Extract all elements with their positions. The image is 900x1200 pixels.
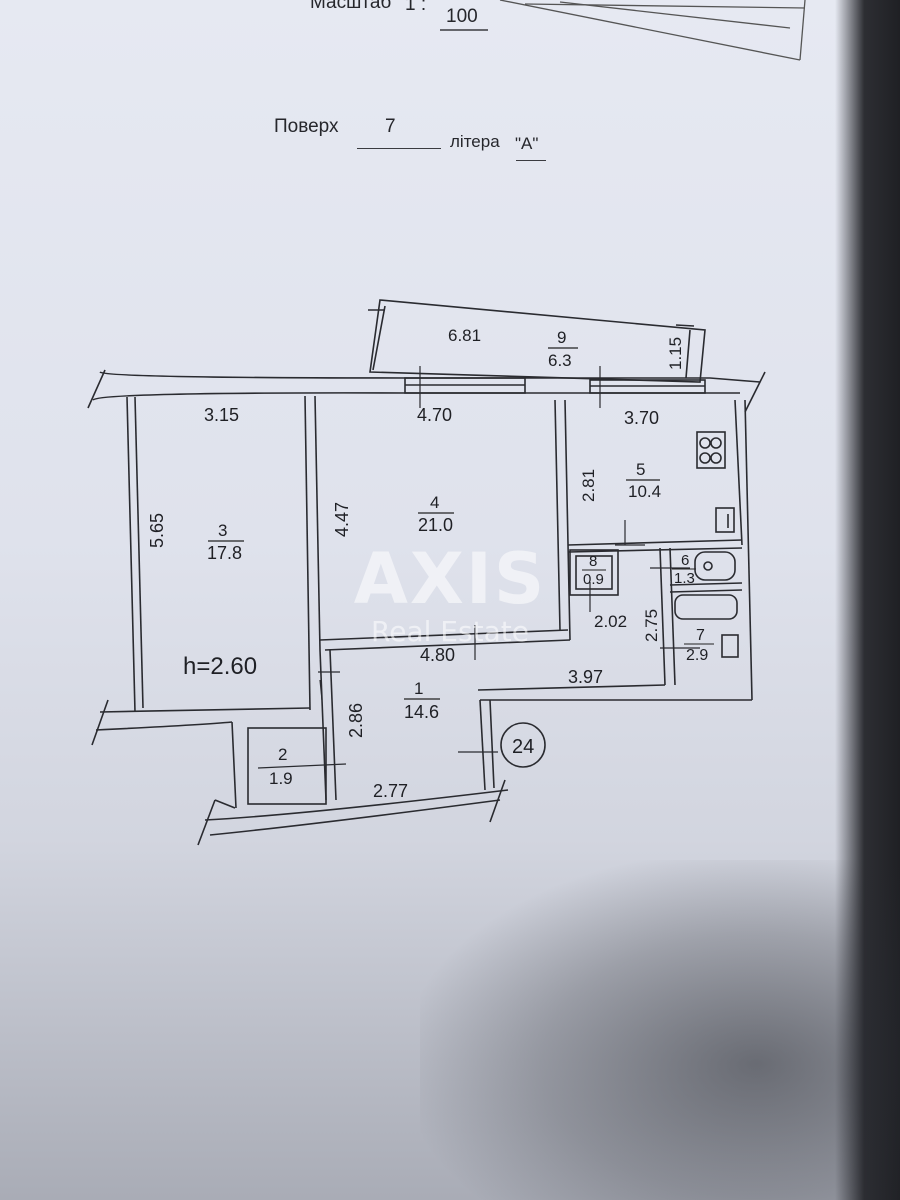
room-6-number: 6 — [681, 552, 689, 569]
dim-room4-width: 4.70 — [417, 405, 452, 425]
wall — [314, 395, 321, 651]
balcony-rail — [685, 329, 691, 379]
floor-label: Поверх — [274, 116, 339, 137]
balcony-number: 9 — [557, 328, 566, 347]
dim-pantry: 2.02 — [594, 612, 627, 631]
toilet-icon — [694, 551, 736, 581]
wall — [126, 396, 136, 713]
dim-bath-length: 2.75 — [642, 609, 661, 642]
balcony-area: 6.3 — [548, 351, 572, 370]
ceiling-height: h=2.60 — [183, 653, 257, 680]
dim-room5-width: 3.70 — [624, 408, 659, 428]
pantry-8 — [569, 549, 619, 596]
stove-icon — [696, 431, 726, 469]
photo-shadow — [420, 860, 900, 1200]
room-3-number: 3 — [218, 521, 227, 540]
dim-corridor-right: 3.97 — [568, 667, 603, 687]
room-2-number: 2 — [278, 745, 287, 764]
frame-line — [499, 0, 801, 61]
frame-line — [799, 0, 806, 61]
letter-value: "A" — [515, 134, 539, 153]
room-4-area: 21.0 — [418, 515, 453, 535]
apartment-number: 24 — [512, 736, 534, 758]
balcony-mark — [675, 324, 695, 327]
room-5-area: 10.4 — [628, 482, 661, 501]
dim-room5-length: 2.81 — [579, 469, 598, 502]
dim-room4-length: 4.47 — [332, 502, 352, 537]
watermark-subtitle: Real Estate — [371, 615, 529, 648]
room-5-number: 5 — [636, 460, 645, 479]
lower-wall — [95, 721, 233, 731]
room-8-area: 0.9 — [583, 571, 604, 588]
balcony-rail — [372, 305, 386, 371]
room-1-area: 14.6 — [404, 702, 439, 722]
dim-room3-width: 3.15 — [204, 405, 239, 425]
wall — [304, 395, 311, 711]
room-3-area: 17.8 — [207, 543, 242, 563]
letter-underline — [516, 160, 546, 161]
balcony-outline — [369, 299, 706, 383]
lower-wall — [99, 707, 311, 713]
balcony-length: 6.81 — [448, 326, 481, 345]
scale-label: Масштаб — [310, 0, 392, 13]
balcony-depth: 1.15 — [666, 337, 685, 370]
scale-number: 100 — [446, 6, 478, 27]
facade-outer-line — [99, 371, 761, 383]
dim-corridor-length: 4.80 — [420, 645, 455, 665]
dim-hall-length: 2.86 — [346, 703, 366, 738]
floor-value: 7 — [385, 116, 396, 137]
watermark-logo: AXIS — [353, 538, 547, 620]
room-7-area: 2.9 — [686, 647, 708, 664]
room-1-number: 1 — [414, 679, 423, 698]
bathtub-icon — [674, 594, 738, 620]
bottom-facade — [204, 789, 509, 821]
break-line — [744, 371, 766, 413]
dim-room3-length: 5.65 — [147, 513, 167, 548]
room-7-number: 7 — [696, 627, 705, 644]
floor-underline — [357, 148, 441, 149]
apartment-marker — [500, 722, 546, 768]
break-line — [87, 369, 106, 409]
room-4-number: 4 — [430, 493, 439, 512]
bottom-facade — [209, 799, 501, 836]
dim-hall-width: 2.77 — [373, 781, 408, 801]
facade-inner-line — [92, 392, 740, 401]
washbasin-icon — [721, 634, 739, 658]
room-8-number: 8 — [589, 553, 597, 570]
sink-icon — [715, 507, 735, 533]
frame-line — [559, 1, 791, 29]
frame-line — [524, 3, 806, 9]
scale-ratio: 1 : — [405, 0, 427, 15]
room-6-area: 1.3 — [674, 570, 695, 587]
wall — [134, 396, 144, 709]
room-2-area: 1.9 — [269, 769, 293, 788]
letter-label: літера — [450, 132, 500, 151]
room-2-outline — [247, 727, 327, 805]
